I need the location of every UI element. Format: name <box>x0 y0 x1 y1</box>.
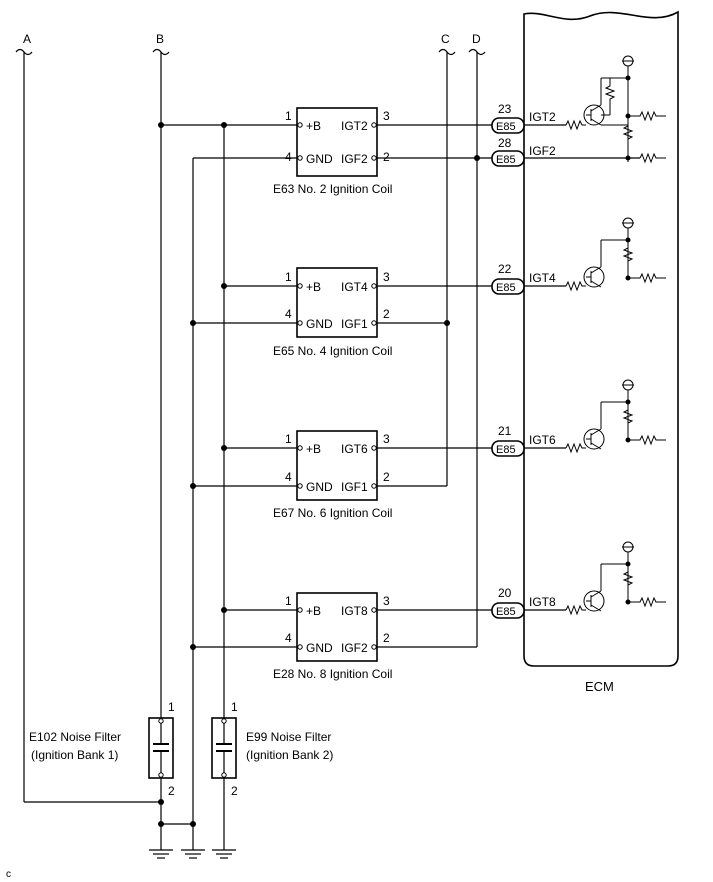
coil-e67-pin4-label: GND <box>306 480 333 494</box>
coil-e28-pin4-label: GND <box>306 641 333 655</box>
ecm-signal-igt8: IGT8 <box>529 595 556 609</box>
ecm-signal-igf2: IGF2 <box>529 144 556 158</box>
coil-e63-pin4: 4 <box>285 150 292 164</box>
coil-e28-pin3: 3 <box>383 594 390 608</box>
noise-filter-e99-name: E99 Noise Filter <box>246 730 331 744</box>
ecm-pin-21: 21 <box>498 424 512 438</box>
coil-e28-pin2: 2 <box>383 631 390 645</box>
ecm-driver-igt2 <box>565 55 666 164</box>
corner-mark: c <box>6 869 11 880</box>
coil-e63-pin4-label: GND <box>306 152 333 166</box>
ecm-pin-23: 23 <box>498 102 512 116</box>
ecm-signal-igt2: IGT2 <box>529 110 556 124</box>
coil-e63-pin3: 3 <box>383 109 390 123</box>
ecm-signal-igt6: IGT6 <box>529 433 556 447</box>
coil-e28-pin3-label: IGT8 <box>341 604 368 618</box>
bus-b-label: B <box>156 32 164 46</box>
ecm-connector-21: E85 21 IGT6 <box>491 424 566 457</box>
coil-e65-body <box>296 267 378 338</box>
coil-e28-pin1-label: +B <box>306 604 321 618</box>
coil-e67-pin2-label: IGF1 <box>341 480 368 494</box>
noise-filter-e102-pin2: 2 <box>168 784 175 798</box>
noise-filter-e99-pin2: 2 <box>231 784 238 798</box>
ecm-connector-20: E85 20 IGT8 <box>491 586 566 619</box>
bus-c-label: C <box>441 32 450 46</box>
coil-e65-pin2: 2 <box>383 307 390 321</box>
coil-e67: 1 +B 4 GND IGT6 IGF1 3 2 E67 No. 6 Ignit… <box>190 430 492 520</box>
ecm-pin-22: 22 <box>498 262 512 276</box>
coil-e67-pin4: 4 <box>285 470 292 484</box>
connector-label: E85 <box>496 121 516 133</box>
bus-d-label: D <box>472 32 481 46</box>
ecm-driver-igt6 <box>565 379 666 454</box>
coil-e65-pin4-label: GND <box>306 317 333 331</box>
bus-b: B <box>152 32 170 718</box>
coil-e65-pin4: 4 <box>285 307 292 321</box>
coil-e63-pin3-label: IGT2 <box>341 119 368 133</box>
noise-filter-e99-pin1: 1 <box>231 700 238 714</box>
connector-label: E85 <box>496 444 516 456</box>
ecm-label: ECM <box>585 679 614 694</box>
ecm-connector-28: E85 28 IGF2 <box>491 136 640 167</box>
coil-e63-pin2: 2 <box>383 150 390 164</box>
bus-c: C <box>438 32 456 486</box>
coil-e67-pin1-label: +B <box>306 442 321 456</box>
bus-d: D <box>468 32 486 647</box>
connector-label: E85 <box>496 282 516 294</box>
coil-e67-pin2: 2 <box>383 470 390 484</box>
coil-e67-caption: E67 No. 6 Ignition Coil <box>273 506 392 520</box>
noise-filter-e102-name: E102 Noise Filter <box>29 730 121 744</box>
ecm-signal-igt4: IGT4 <box>529 271 556 285</box>
coil-e65: 1 +B 4 GND IGT4 IGF1 3 2 E65 No. 4 Ignit… <box>190 267 492 358</box>
coil-e65-pin3: 3 <box>383 270 390 284</box>
coil-e63-pin1: 1 <box>285 109 292 123</box>
coil-e65-pin3-label: IGT4 <box>341 280 368 294</box>
coil-e63-pin1-label: +B <box>306 119 321 133</box>
coil-e67-body <box>296 430 378 501</box>
coil-e28-pin1: 1 <box>285 594 292 608</box>
bus-a: A <box>15 32 33 802</box>
connector-label: E85 <box>496 154 516 166</box>
coil-e63-body <box>296 107 378 177</box>
ecm-block <box>523 10 679 667</box>
coil-e63-pin2-label: IGF2 <box>341 152 368 166</box>
noise-filter-e102: 1 2 E102 Noise Filter (Ignition Bank 1) <box>24 700 175 850</box>
ecm-driver-igt8 <box>565 541 666 616</box>
ecm-driver-igt4 <box>565 217 666 292</box>
noise-filter-e102-bank: (Ignition Bank 1) <box>31 748 118 762</box>
bus-a-label: A <box>23 32 31 46</box>
noise-filter-e102-pin1: 1 <box>168 700 175 714</box>
coil-e63-caption: E63 No. 2 Ignition Coil <box>273 182 392 196</box>
coil-e28: 1 +B 4 GND IGT8 IGF2 3 2 E28 No. 8 Ignit… <box>190 592 492 681</box>
ground-symbol <box>212 849 236 859</box>
ecm-pin-20: 20 <box>498 586 512 600</box>
coil-e28-pin4: 4 <box>285 631 292 645</box>
connector-label: E85 <box>496 606 516 618</box>
coil-e67-pin1: 1 <box>285 432 292 446</box>
coil-e65-pin1: 1 <box>285 270 292 284</box>
coil-e67-pin3: 3 <box>383 432 390 446</box>
ecm-connector-23: E85 23 IGT2 <box>491 102 566 134</box>
coil-e28-caption: E28 No. 8 Ignition Coil <box>273 667 392 681</box>
ecm-pin-28: 28 <box>498 136 512 150</box>
coil-e65-pin2-label: IGF1 <box>341 317 368 331</box>
ground-symbol <box>149 849 173 859</box>
ecm-connector-22: E85 22 IGT4 <box>491 262 566 295</box>
coil-e65-pin1-label: +B <box>306 280 321 294</box>
coil-e28-pin2-label: IGF2 <box>341 641 368 655</box>
coil-e67-pin3-label: IGT6 <box>341 442 368 456</box>
noise-filter-e99: 1 2 E99 Noise Filter (Ignition Bank 2) <box>211 700 333 850</box>
coil-e65-caption: E65 No. 4 Ignition Coil <box>273 344 392 358</box>
ground-symbol <box>181 849 205 859</box>
noise-filter-e99-bank: (Ignition Bank 2) <box>246 748 333 762</box>
coil-e63: 1 +B 4 GND IGT2 IGF2 3 2 E63 No. 2 Ignit… <box>158 107 492 196</box>
coil-e28-body <box>296 592 378 662</box>
